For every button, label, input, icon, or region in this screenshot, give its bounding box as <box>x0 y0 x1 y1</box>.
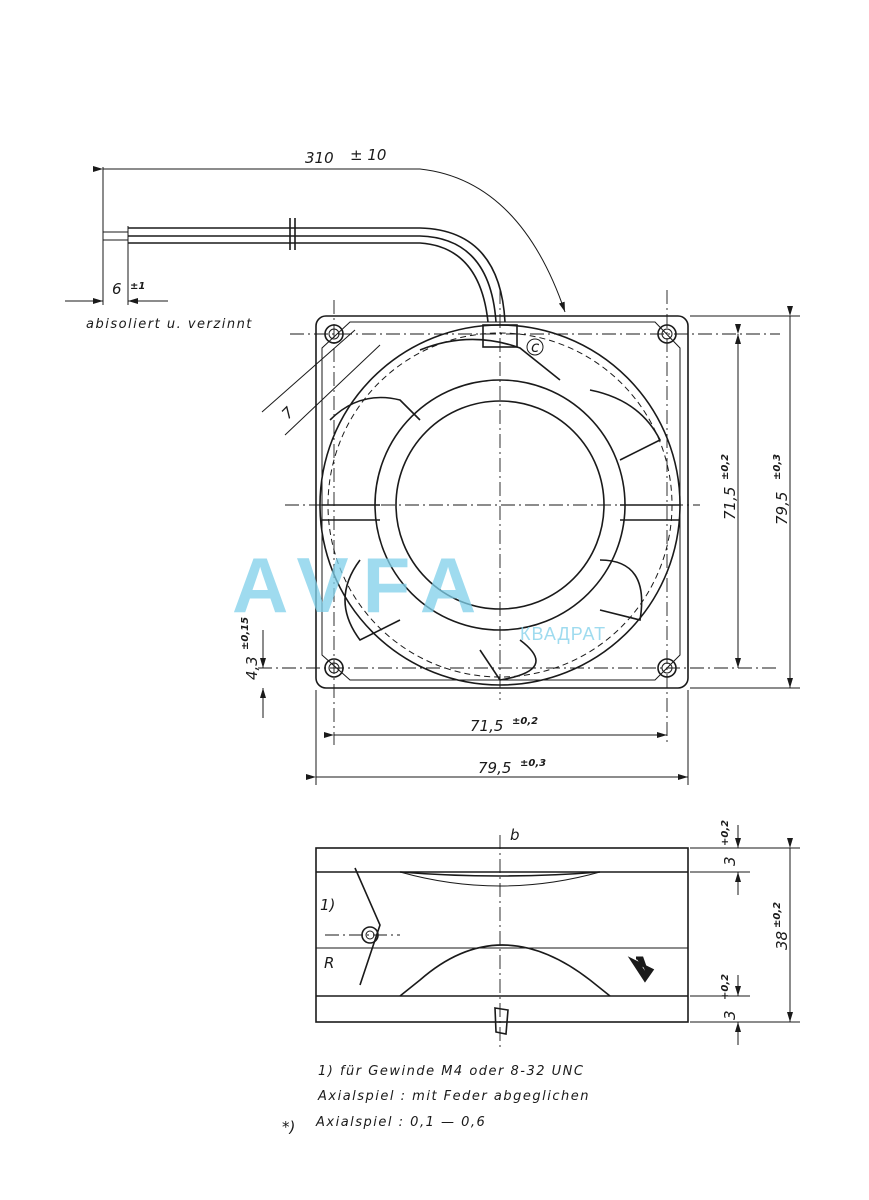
flange-bottom: 3 <box>721 1010 739 1020</box>
hole-spacing-h: 71,5 <box>470 717 503 735</box>
flange-top: 3 <box>721 856 739 866</box>
side-label-b: b <box>510 826 520 844</box>
radius-label: R <box>324 954 334 972</box>
marker-c: c <box>531 338 540 356</box>
note-axial-spring: Axialspiel : mit Feder abgeglichen <box>317 1089 590 1104</box>
front-view <box>258 290 800 785</box>
outer-v-tol: ±0,3 <box>772 454 783 480</box>
watermark-sub: КВАДРАТ <box>520 624 606 644</box>
depth: 38 <box>773 931 791 950</box>
watermark-logo: AVFA <box>232 541 490 629</box>
flange-bottom-tol: +0,2 <box>720 974 731 1000</box>
note-thread: 1) für Gewinde M4 oder 8-32 UNC <box>318 1064 584 1079</box>
cable-length-tol: ± 10 <box>350 146 386 164</box>
angle-dim: 7 <box>278 403 298 423</box>
flange-top-tol: +0,2 <box>720 820 731 846</box>
hole-offset: 4,3 <box>243 656 261 680</box>
cable-length: 310 <box>305 149 334 167</box>
outer-h: 79,5 <box>478 759 511 777</box>
strip-note: abisoliert u. verzinnt <box>86 317 253 332</box>
hole-spacing-h-tol: ±0,2 <box>512 716 538 727</box>
note-asterisk: *) <box>282 1118 295 1136</box>
note-axial-play: Axialspiel : 0,1 — 0,6 <box>315 1115 486 1130</box>
outer-h-tol: ±0,3 <box>520 758 546 769</box>
strip-length: 6 <box>112 280 122 298</box>
depth-tol: ±0,2 <box>772 902 783 928</box>
side-view <box>315 825 800 1050</box>
hole-offset-tol: ±0,15 <box>240 617 251 650</box>
ref-1: 1) <box>320 896 335 914</box>
strip-length-tol: ±1 <box>130 281 145 292</box>
cable <box>65 166 566 323</box>
hole-spacing-v: 71,5 <box>721 487 739 520</box>
hole-spacing-v-tol: ±0,2 <box>720 454 731 480</box>
outer-v: 79,5 <box>773 492 791 525</box>
airflow-arrow-icon <box>627 956 655 983</box>
